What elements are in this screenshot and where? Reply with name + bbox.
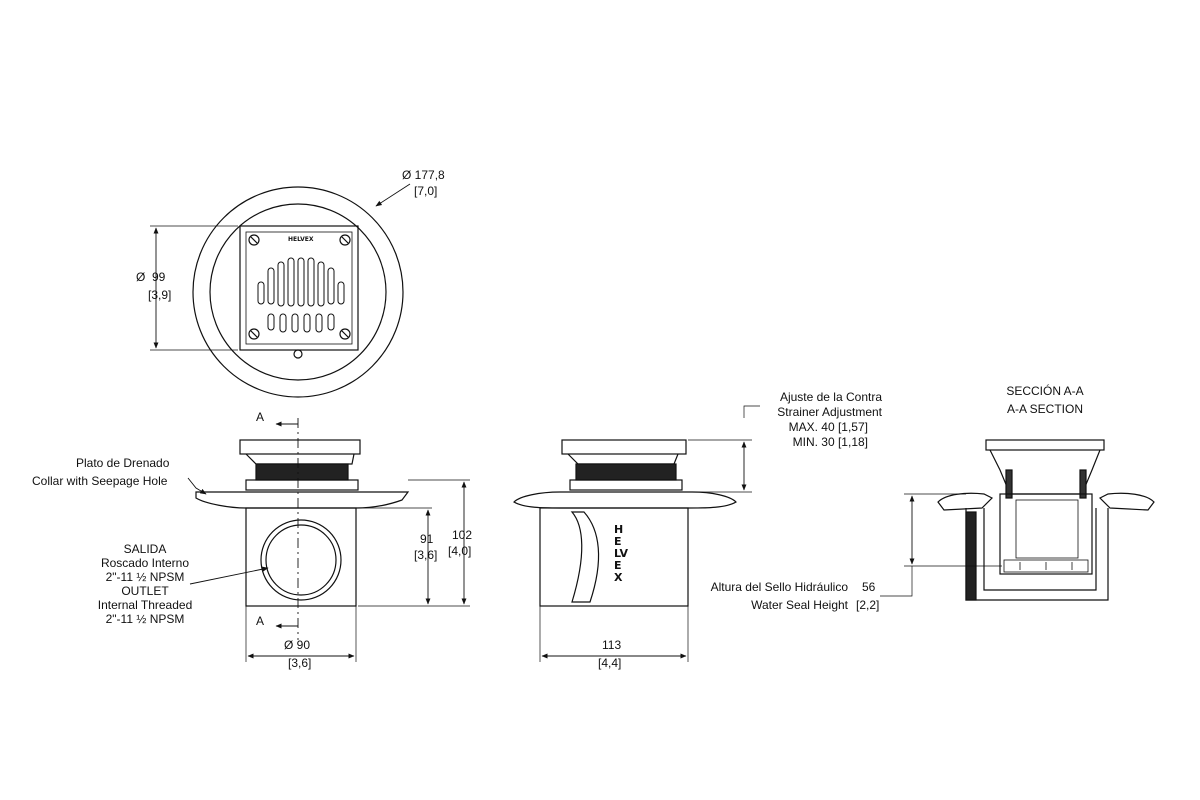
height-91-in: [3,6] <box>414 548 438 562</box>
seepage-hole-icon <box>293 349 303 359</box>
outlet-inner <box>265 524 337 596</box>
front-view <box>187 418 470 662</box>
threaded-body <box>255 463 349 481</box>
side-body <box>539 507 689 607</box>
brand-mark-side: HELVEX <box>614 523 629 584</box>
section-view <box>880 439 1155 601</box>
height-102-in: [4,0] <box>448 544 472 558</box>
section-body <box>965 508 1109 601</box>
outlet-line-6: 2"-11 ½ NPSM <box>105 612 185 626</box>
side-view <box>513 405 760 662</box>
collar-outer-circle <box>192 186 404 398</box>
drain-body <box>245 507 357 607</box>
section-title-es: SECCIÓN A-A <box>1006 384 1084 398</box>
screw-icon <box>248 234 260 246</box>
brand-mark-top: HELVEX <box>288 236 314 243</box>
side-collar-plate <box>513 491 737 509</box>
section-thread <box>965 511 977 601</box>
grate-dimension-in: [3,9] <box>148 288 172 302</box>
outlet-line-2: Roscado Interno <box>100 556 190 570</box>
side-grate-top <box>561 439 687 455</box>
screw-icon <box>339 234 351 246</box>
section-mark-top: A <box>256 410 265 424</box>
grate-dimension-mm: 99 <box>152 270 166 284</box>
collar-diameter-in: [7,0] <box>414 184 438 198</box>
adjust-line-3: MAX. 40 [1,57] <box>788 420 868 434</box>
section-trap <box>999 493 1093 575</box>
collar-label-es: Plato de Drenado <box>76 456 170 470</box>
collar-label-en: Collar with Seepage Hole <box>32 474 168 488</box>
section-title-en: A-A SECTION <box>1006 402 1083 416</box>
grate-slots <box>257 257 345 333</box>
top-view <box>150 183 411 398</box>
section-collar-left <box>937 492 994 511</box>
side-collar-ring <box>569 479 683 491</box>
section-collar-right <box>1098 492 1155 511</box>
adjust-line-1: Ajuste de la Contra <box>779 390 882 404</box>
side-threaded-body <box>575 463 677 481</box>
outlet-line-4: OUTLET <box>121 584 169 598</box>
screw-icon <box>339 328 351 340</box>
outlet-line-3: 2"-11 ½ NPSM <box>105 570 185 584</box>
seal-height-mm: 56 <box>862 580 876 594</box>
seal-height-in: [2,2] <box>856 598 880 612</box>
outlet-line-1: SALIDA <box>123 542 167 556</box>
height-91-mm: 91 <box>420 532 434 546</box>
collar-plate <box>195 491 410 509</box>
seal-label-en: Water Seal Height <box>751 598 848 612</box>
side-width-in: [4,4] <box>598 656 622 670</box>
section-grate <box>985 439 1105 451</box>
side-outlet-profile <box>570 511 600 603</box>
collar-diameter-mm: Ø 177,8 <box>402 168 445 182</box>
collar-ring <box>245 479 359 491</box>
section-mark-bottom: A <box>256 614 265 628</box>
side-width-mm: 113 <box>602 638 622 652</box>
outlet-outer <box>260 519 342 601</box>
adjust-line-4: MIN. 30 [1,18] <box>792 435 868 449</box>
outlet-line-5: Internal Threaded <box>97 598 193 612</box>
base-diameter-in: [3,6] <box>288 656 312 670</box>
grate-diameter-symbol: Ø <box>136 270 146 284</box>
base-diameter-mm: Ø 90 <box>284 638 311 652</box>
seal-label-es: Altura del Sello Hidráulico <box>710 580 848 594</box>
height-102-mm: 102 <box>452 528 473 542</box>
grate-top <box>239 439 361 455</box>
screw-icon <box>248 328 260 340</box>
adjust-line-2: Strainer Adjustment <box>777 405 882 419</box>
collar-inner-circle <box>209 203 387 381</box>
grate-inner <box>245 231 353 345</box>
